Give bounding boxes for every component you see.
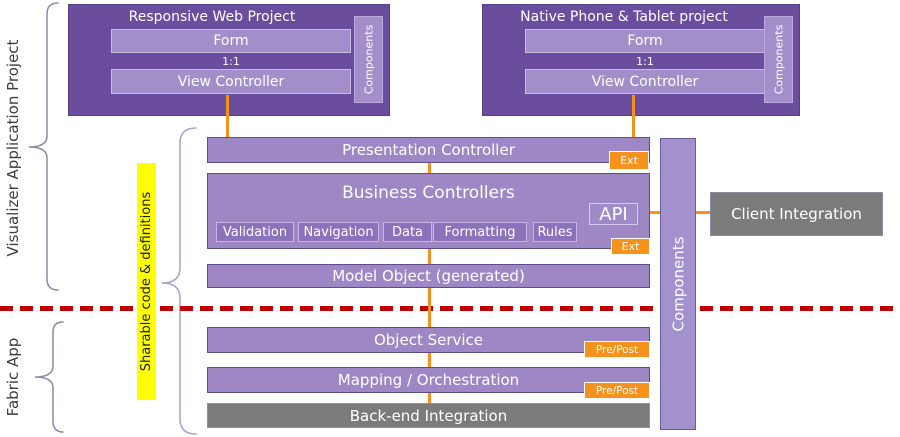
view-controller-box: View Controller bbox=[111, 69, 351, 94]
business-item-navigation: Navigation bbox=[298, 222, 379, 242]
client-integration-box: Client Integration bbox=[710, 192, 883, 236]
responsive-web-project-box: Responsive Web Project Form 1:1 View Con… bbox=[68, 4, 390, 116]
prepost-badge-object-service: Pre/Post bbox=[584, 341, 650, 358]
ext-badge-business: Ext bbox=[611, 238, 650, 255]
mapping-orchestration-box: Mapping / Orchestration bbox=[207, 367, 650, 393]
components-bar-tall-label: Components bbox=[669, 236, 687, 332]
ext-badge-presentation: Ext bbox=[609, 151, 649, 170]
connector-responsive-to-presentation bbox=[226, 95, 229, 137]
backend-integration-box: Back-end Integration bbox=[207, 403, 650, 428]
brace-visualizer-project bbox=[28, 2, 59, 291]
brace-sharable-code bbox=[161, 127, 197, 435]
api-box: API bbox=[589, 203, 638, 225]
business-item-data: Data bbox=[383, 222, 432, 242]
red-dashed-divider bbox=[0, 306, 900, 311]
ratio-label: 1:1 bbox=[222, 55, 240, 68]
connector-native-to-presentation bbox=[632, 95, 635, 137]
form-box: Form bbox=[525, 29, 765, 53]
view-controller-box: View Controller bbox=[525, 69, 765, 94]
business-controllers-box: Business Controllers Validation Navigati… bbox=[207, 173, 650, 249]
components-bar-label: Components bbox=[772, 24, 785, 95]
components-bar-label: Components bbox=[362, 24, 375, 95]
business-controllers-title: Business Controllers bbox=[342, 183, 515, 203]
business-item-validation: Validation bbox=[216, 222, 294, 242]
ratio-label: 1:1 bbox=[636, 55, 654, 68]
project-title: Native Phone & Tablet project bbox=[520, 9, 728, 25]
business-item-rules: Rules bbox=[533, 222, 577, 242]
brace-fabric-app bbox=[34, 321, 64, 433]
components-bar-small: Components bbox=[764, 16, 793, 103]
project-title: Responsive Web Project bbox=[128, 9, 296, 25]
prepost-badge-mapping: Pre/Post bbox=[584, 382, 650, 399]
native-phone-tablet-project-box: Native Phone & Tablet project Form 1:1 V… bbox=[482, 4, 800, 116]
model-object-box: Model Object (generated) bbox=[207, 264, 650, 288]
business-item-formatting: Formatting bbox=[433, 222, 527, 242]
components-bar-tall: Components bbox=[660, 138, 696, 430]
form-box: Form bbox=[111, 29, 351, 53]
sharable-code-definitions-label: Sharable code & definitions bbox=[137, 163, 156, 400]
presentation-controller-box: Presentation Controller bbox=[207, 137, 650, 163]
components-bar-small: Components bbox=[354, 16, 383, 103]
object-service-box: Object Service bbox=[207, 327, 650, 353]
